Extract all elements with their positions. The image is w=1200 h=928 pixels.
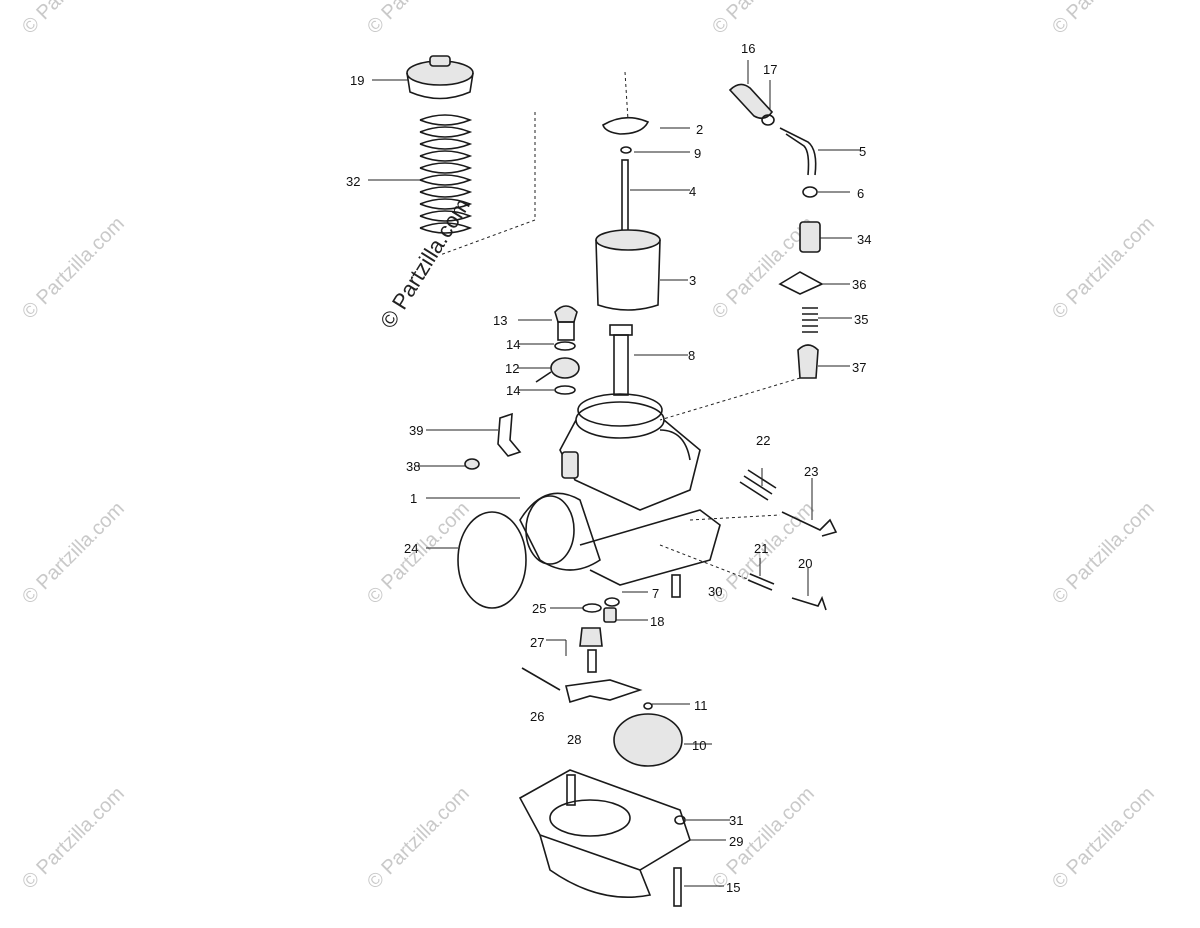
callout-number: 6: [857, 186, 864, 201]
callout-number: 39: [409, 423, 423, 438]
part-starter-plunger: [728, 83, 818, 198]
part-cap: [406, 55, 474, 100]
callout-number: 1: [410, 491, 417, 506]
watermark-text: © Partzilla.com: [18, 213, 129, 324]
callout-number: 14: [506, 337, 520, 352]
part-throttle-slide: [595, 229, 661, 311]
watermark-text: © Partzilla.com: [1048, 783, 1159, 894]
part-bracket: [464, 412, 522, 470]
watermark-text: © Partzilla.com: [1048, 498, 1159, 609]
callout-number: 20: [798, 556, 812, 571]
leader-lines: [368, 60, 860, 887]
watermark-text: © Partzilla.com: [18, 498, 129, 609]
assembly-line-starter: [659, 377, 801, 421]
callout-number: 29: [729, 834, 743, 849]
part-throttle-spring: [419, 114, 473, 234]
callout-number: 5: [859, 144, 866, 159]
part-throttle-stop-screw: [747, 573, 827, 611]
part-gasket: [457, 511, 527, 609]
callout-number: 8: [688, 348, 695, 363]
callout-number: 2: [696, 122, 703, 137]
callout-number: 21: [754, 541, 768, 556]
callout-number: 25: [532, 601, 546, 616]
callout-number: 36: [852, 277, 866, 292]
callout-number: 31: [729, 813, 743, 828]
part-carburetor-body: [519, 393, 721, 586]
callout-number: 24: [404, 541, 418, 556]
watermark-layer: © Partzilla.com © Partzilla.com © Partzill…: [18, 0, 1159, 894]
callout-number: 13: [493, 313, 507, 328]
callout-labels: 1234567891011121314141516171819202122232…: [346, 41, 871, 895]
part-bowl-gasket-screw-hole: [674, 815, 686, 825]
callout-number: 11: [694, 698, 708, 713]
callout-number: 3: [689, 273, 696, 288]
callout-number: 34: [857, 232, 871, 247]
callout-number: 38: [406, 459, 420, 474]
part-banjo-assembly: [535, 305, 580, 395]
callout-number: 16: [741, 41, 755, 56]
watermark-text: © Partzilla.com: [363, 0, 474, 39]
callout-number: 35: [854, 312, 868, 327]
part-needle-jet: [609, 324, 633, 396]
callout-number: 18: [650, 614, 664, 629]
assembly-line-cap: [439, 71, 629, 256]
callout-number: 15: [726, 880, 740, 895]
callout-number: 30: [708, 584, 722, 599]
callout-number: 26: [530, 709, 544, 724]
callout-number: 12: [505, 361, 519, 376]
callout-number: 27: [530, 635, 544, 650]
part-bowl-screw: [673, 867, 682, 907]
callout-number: 9: [694, 146, 701, 161]
callout-number: 37: [852, 360, 866, 375]
part-float-bowl: [518, 769, 691, 898]
part-jet-set: [579, 574, 681, 673]
watermark-text: © Partzilla.com: [708, 0, 819, 39]
part-needle-set: [602, 116, 650, 239]
callout-number: 32: [346, 174, 360, 189]
callout-number: 10: [692, 738, 706, 753]
watermark-text: © Partzilla.com: [708, 783, 819, 894]
watermark-text: © Partzilla.com: [1048, 213, 1159, 324]
watermark-text: © Partzilla.com: [363, 783, 474, 894]
callout-number: 19: [350, 73, 364, 88]
part-float: [613, 702, 683, 767]
callout-number: 14: [506, 383, 520, 398]
callout-number: 17: [763, 62, 777, 77]
callout-number: 23: [804, 464, 818, 479]
callout-number: 7: [652, 586, 659, 601]
watermark-text: © Partzilla.com: [18, 0, 129, 39]
assembly-line-screws: [659, 514, 781, 581]
callout-number: 4: [689, 184, 696, 199]
part-float-arm: [521, 667, 643, 704]
callout-number: 22: [756, 433, 770, 448]
callout-number: 28: [567, 732, 581, 747]
watermark-text: © Partzilla.com: [1048, 0, 1159, 39]
watermark-text: © Partzilla.com: [18, 783, 129, 894]
